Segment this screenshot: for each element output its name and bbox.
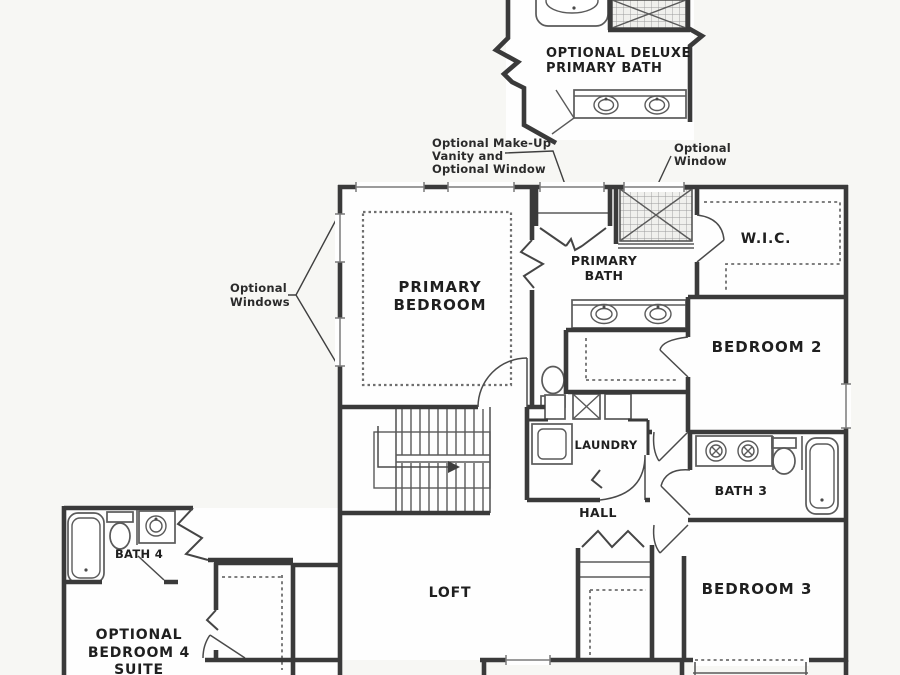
annotation-makeup-vanity: Optional Make-Up Vanity and Optional Win…	[432, 136, 568, 191]
bedroom2-closet-door	[659, 336, 689, 378]
optional-windows-leader-lines	[288, 217, 338, 365]
primary-bedroom-door	[477, 357, 528, 408]
washer-icon	[531, 423, 573, 465]
inset-deluxe-label-line1: OPTIONAL DELUXE	[546, 46, 691, 61]
double-vanity-icon	[551, 89, 687, 135]
bath3-label: BATH 3	[715, 483, 768, 498]
stair-direction-arrow	[377, 426, 448, 468]
annotation-optional-window: Optional Window	[656, 141, 731, 187]
doors	[477, 214, 725, 554]
tray-ceiling-dashed	[361, 210, 513, 387]
window-optional-shower	[623, 182, 685, 192]
bathtub-icon	[535, 0, 609, 27]
closet-hall	[580, 529, 650, 655]
bath3-entry-door	[660, 469, 691, 516]
laundry-label: LAUNDRY	[574, 438, 637, 452]
wic-label: W.I.C.	[741, 231, 792, 247]
hall-label: HALL	[579, 505, 617, 520]
bath4-toilet-icon	[106, 511, 134, 550]
bath4: BATH 4	[64, 510, 178, 585]
primary-double-vanity-icon	[571, 299, 687, 329]
loft-label: LOFT	[429, 585, 472, 601]
annotation-optional-windows: Optional Windows	[230, 217, 338, 365]
optional-windows-note-line2: Windows	[230, 295, 290, 309]
makeup-vanity-counter	[536, 212, 610, 252]
bath3-toilet-icon	[771, 437, 797, 475]
primary-shower-icon	[618, 188, 694, 249]
window-right-bedroom2	[841, 383, 851, 429]
windows	[335, 182, 851, 675]
closet-bedroom2	[585, 338, 676, 381]
bedroom4-closet	[202, 557, 296, 675]
primary-bedroom	[361, 210, 513, 387]
bath3	[695, 435, 839, 515]
window-top-1	[355, 182, 425, 192]
window-optional-vanity	[539, 182, 605, 192]
main-floor	[340, 187, 846, 660]
makeup-vanity-leader-line	[504, 150, 568, 191]
primary-bath-label-line1: PRIMARY	[571, 253, 638, 268]
optional-deluxe-primary-bath-inset: OPTIONAL DELUXE PRIMARY BATH	[492, 0, 707, 146]
optional-window-note-line2: Window	[674, 154, 727, 168]
laundry	[531, 423, 646, 501]
optional-bedroom4-label-line2: BEDROOM 4	[88, 645, 190, 661]
window-left-1	[335, 213, 345, 263]
window-left-2	[335, 317, 345, 367]
makeup-vanity-note-line3: Optional Window	[432, 162, 546, 176]
bath4-label: BATH 4	[115, 547, 163, 561]
optional-bedroom4-suite-inset: BATH 4 OPTIONAL BEDROOM 4 SUITE	[61, 505, 340, 675]
bath4-sink-icon	[138, 510, 176, 544]
bath4-door	[137, 555, 165, 581]
room-labels: PRIMARY BEDROOM PRIMARY BATH W.I.C. BEDR…	[393, 231, 823, 601]
window-top-2	[447, 182, 515, 192]
wic-door	[696, 214, 725, 263]
main-plan-walls	[337, 184, 849, 675]
primary-bath-label-line2: BATH	[585, 268, 624, 283]
primary-bedroom-label-line1: PRIMARY	[398, 278, 481, 296]
inset-deluxe-label-line2: PRIMARY BATH	[546, 61, 663, 76]
bath3-double-vanity-icon	[695, 435, 773, 467]
optional-bedroom4-label-line3: SUITE	[114, 662, 164, 675]
bedroom3-label: BEDROOM 3	[702, 580, 813, 598]
stairs-icon	[373, 407, 491, 513]
optional-window-note-line1: Optional	[674, 141, 731, 155]
bath4-bathtub-icon	[67, 512, 105, 584]
window-bottom-loft	[505, 655, 551, 665]
bedroom4-closet-door	[202, 634, 246, 659]
utility-boxes	[544, 393, 632, 420]
laundry-door	[599, 454, 646, 501]
primary-bedroom-label-line2: BEDROOM	[393, 296, 486, 314]
bedroom3-entry-door	[652, 524, 689, 554]
optional-bedroom4-label-line1: OPTIONAL	[96, 627, 183, 643]
closet-bifold-doors	[581, 529, 645, 549]
bedroom2-entry-door	[652, 431, 689, 462]
bedroom2-label: BEDROOM 2	[712, 338, 823, 356]
optional-window-leader-line	[656, 155, 672, 187]
optional-windows-note-line1: Optional	[230, 281, 287, 295]
shower-icon	[611, 0, 687, 29]
makeup-vanity-note-line2: Vanity and	[432, 149, 503, 163]
makeup-vanity-note-line1: Optional Make-Up	[432, 136, 551, 150]
bath3-bathtub-icon	[805, 437, 839, 515]
bay-window-bedroom3	[693, 654, 809, 675]
